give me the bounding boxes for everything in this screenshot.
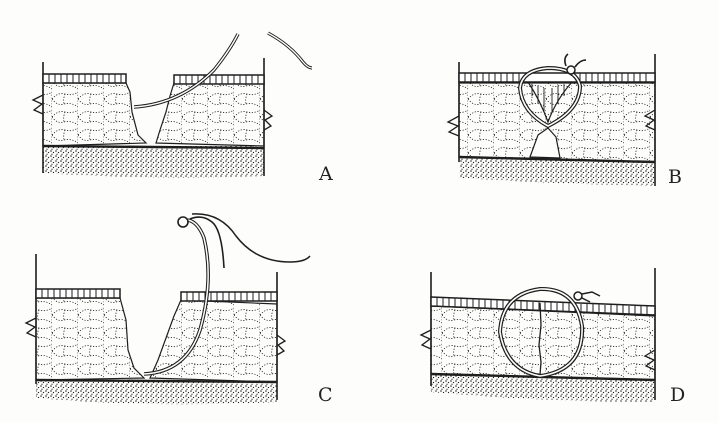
panel-a-tissue-right <box>156 83 264 146</box>
panel-a <box>33 33 312 177</box>
panel-a-tissue-left <box>43 83 146 146</box>
panel-b-epidermis <box>459 73 655 82</box>
panel-a-label: A <box>319 165 333 184</box>
panel-d-knot <box>574 292 582 300</box>
panel-d-tissue <box>431 306 655 380</box>
panel-c-knot <box>178 217 188 227</box>
panel-a-cut-edge <box>33 95 43 114</box>
panel-b-knot <box>567 66 575 74</box>
panel-a-base-layer <box>43 146 264 177</box>
panel-b-cut-edge <box>448 116 459 136</box>
panel-d-cut-edge <box>421 330 431 349</box>
panel-c-label: C <box>318 386 333 405</box>
panel-c <box>26 214 310 404</box>
panel-d-label: D <box>670 386 685 405</box>
panel-d <box>421 268 655 402</box>
panel-c-tissue-left <box>36 298 144 380</box>
panel-a-epidermis-right <box>174 75 264 84</box>
panel-b-label: B <box>668 168 682 187</box>
panel-b <box>448 54 655 186</box>
panel-c-base-layer <box>36 380 277 404</box>
panel-c-cut-edge <box>26 318 36 337</box>
